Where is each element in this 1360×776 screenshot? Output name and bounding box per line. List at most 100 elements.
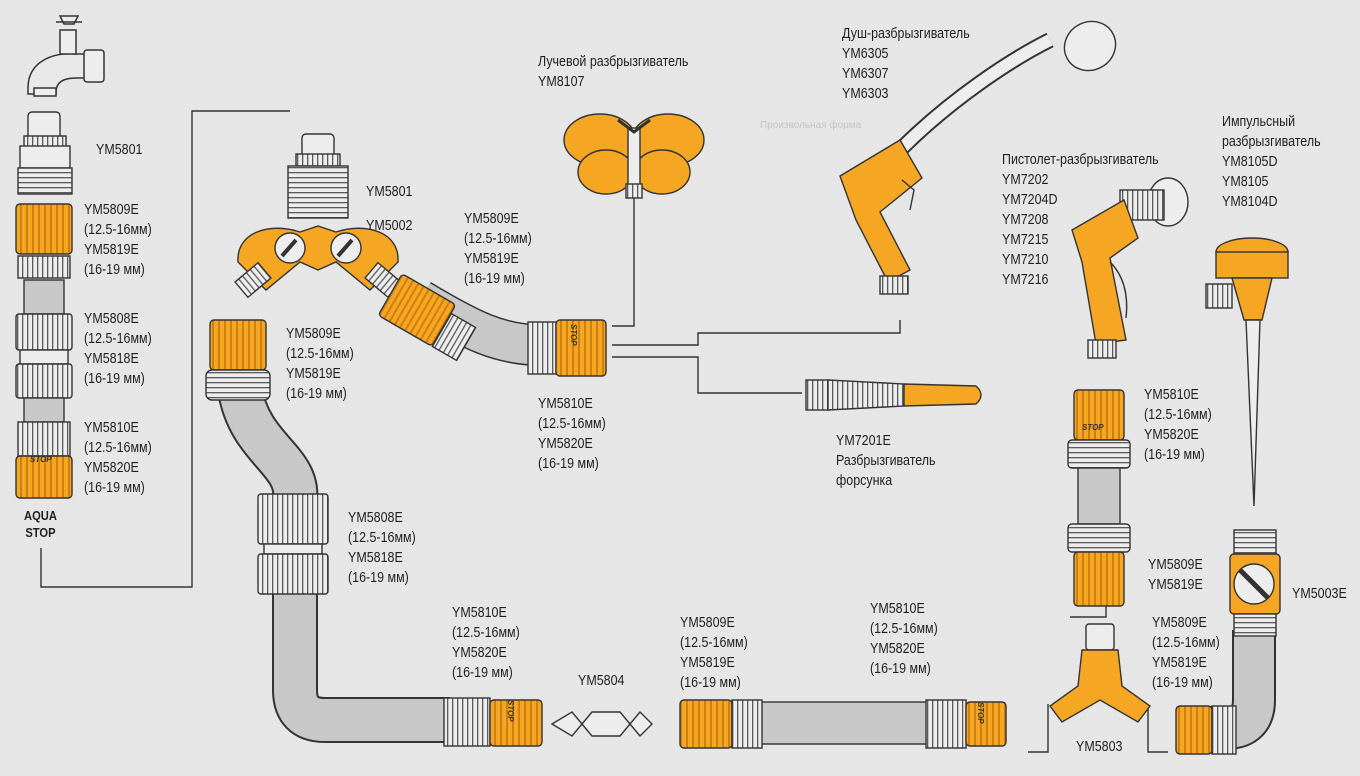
label-line: (16-19 мм) (538, 456, 599, 472)
label-far-ym5809e: YM5809E (12.5-16мм) YM5819E (16-19 мм) (1152, 613, 1220, 693)
label-line: YM7204D (1002, 192, 1058, 208)
label-line: YM5818E (348, 550, 403, 566)
label-line: YM7202 (1002, 172, 1049, 188)
label-line: (12.5-16мм) (1152, 635, 1220, 651)
label-line: YM6307 (842, 66, 889, 82)
label-line: YM5809E (680, 615, 735, 631)
label-line: YM7216 (1002, 272, 1049, 288)
label-right-ym5810e: YM5810E(12.5-16мм)YM5820E(16-19 мм) (1144, 385, 1212, 465)
label-y-ym5801: YM5801 (366, 182, 412, 202)
label-line: Произвольная форма (760, 120, 862, 131)
nozzle-icon (805, 379, 982, 411)
label-line: (16-19 мм) (870, 661, 931, 677)
label-line: YM5810E (452, 605, 507, 621)
label-bottom2-ym5810e: YM5810E(12.5-16мм)YM5820E(16-19 мм) (870, 599, 938, 679)
label-line: YM5820E (870, 641, 925, 657)
label-line: (16-19 мм) (464, 271, 525, 287)
label-center-ym5810e: YM5810E (12.5-16мм) YM5820E (16-19 мм) (538, 394, 606, 474)
label-line: YM5810E (870, 601, 925, 617)
label-line: YM5819E (680, 655, 735, 671)
label-line: YM5803 (1076, 739, 1123, 755)
label-line: YM5819E (84, 242, 139, 258)
label-line: (12.5-16мм) (84, 331, 152, 347)
label-line: YM7208 (1002, 212, 1049, 228)
label-line: YM5809E (1152, 615, 1207, 631)
label-line: YM5810E (538, 396, 593, 412)
stop-mark: STOP (30, 455, 52, 464)
label-line: YM5820E (452, 645, 507, 661)
label-bottom-ym5809e: YM5809E(12.5-16мм)YM5819E(16-19 мм) (680, 613, 748, 693)
label-line: (16-19 мм) (1144, 447, 1205, 463)
label-line: (12.5-16мм) (538, 416, 606, 432)
connector-lines (40, 110, 1217, 753)
stop-mark: STOP (1082, 423, 1104, 432)
label-line: YM5810E (1144, 387, 1199, 403)
label-line: Душ-разбрызгиватель (842, 26, 970, 42)
stop-mark: STOP (976, 702, 985, 724)
label-line: YM7210 (1002, 252, 1049, 268)
bottom-hose (679, 699, 1007, 749)
label-bottom-ym5810e: YM5810E(12.5-16мм)YM5820E(16-19 мм) (452, 603, 520, 683)
shower-sprinkler-icon (839, 20, 1117, 295)
ray-sprinkler-icon (563, 113, 705, 199)
label-line: (16-19 мм) (1152, 675, 1213, 691)
label-line: STOP (25, 525, 56, 540)
label-tap-ym5801: YM5801 (96, 140, 142, 160)
right-valve-hose (1175, 529, 1281, 755)
label-line: YM5804 (578, 673, 625, 689)
label-line: (16-19 мм) (286, 386, 347, 402)
stop-marks: STOP STOP STOP STOP STOP (30, 324, 1104, 724)
stop-mark: STOP (569, 324, 578, 346)
right-column-fittings (1067, 389, 1131, 607)
label-line: YM5820E (538, 436, 593, 452)
label-line: YM5801 (96, 142, 143, 158)
label-line: (12.5-16мм) (464, 231, 532, 247)
label-line: (16-19 мм) (84, 262, 145, 278)
label-line: YM5809E (464, 211, 519, 227)
label-aqua-stop: AQUA STOP (24, 507, 57, 541)
middle-hose (378, 274, 607, 377)
label-line: разбрызгиватель (1222, 134, 1321, 150)
y-connector-ym5803 (1049, 623, 1151, 723)
label-line: (16-19 мм) (84, 371, 145, 387)
label-line: YM5819E (1152, 655, 1207, 671)
label-bottom-ym5804: YM5804 (578, 671, 624, 691)
label-line: AQUA (24, 508, 57, 523)
pistol-sprinkler-icon (1071, 177, 1189, 359)
label-faint-text: Произвольная форма (760, 116, 861, 136)
label-line: YM8105 (1222, 174, 1269, 190)
label-line: (16-19 мм) (84, 480, 145, 496)
label-line: форсунка (836, 473, 893, 489)
label-line: YM5808E (348, 510, 403, 526)
label-line: YM5818E (84, 351, 139, 367)
label-line: YM5809E (1148, 557, 1203, 573)
label-col1-ym5809e: YM5809E(12.5-16мм)YM5819E(16-19 мм) (84, 200, 152, 280)
label-line: YM5820E (1144, 427, 1199, 443)
label-line: YM8104D (1222, 194, 1278, 210)
label-line: (12.5-16мм) (348, 530, 416, 546)
label-line: Импульсный (1222, 114, 1296, 130)
label-line: (12.5-16мм) (680, 635, 748, 651)
label-left-ym5809e: YM5809E(12.5-16мм)YM5819E(16-19 мм) (286, 324, 354, 404)
y-valve-ym5002 (234, 133, 402, 299)
label-line: YM5810E (84, 420, 139, 436)
label-line: (16-19 мм) (348, 570, 409, 586)
label-lower-ym5808e: YM5808E (12.5-16мм) YM5818E (16-19 мм) (348, 508, 416, 588)
label-line: YM7201E (836, 433, 891, 449)
coupler-ym5804 (550, 710, 653, 738)
label-y-ym5002: YM5002 (366, 216, 412, 236)
label-y-ym5803: YM5803 (1076, 737, 1122, 757)
label-line: YM7215 (1002, 232, 1049, 248)
col1-fittings (15, 111, 73, 499)
label-line: YM5819E (1148, 577, 1203, 593)
label-line: YM6305 (842, 46, 889, 62)
label-line: YM5801 (366, 184, 413, 200)
label-line: YM5819E (286, 366, 341, 382)
label-mid-ym5809e: YM5809E(12.5-16мм)YM5819E(16-19 мм) (464, 209, 532, 289)
impulse-sprinkler-icon (1205, 237, 1289, 507)
lower-left-hose (205, 319, 543, 747)
label-line: Пистолет-разбрызгиватель (1002, 152, 1159, 168)
